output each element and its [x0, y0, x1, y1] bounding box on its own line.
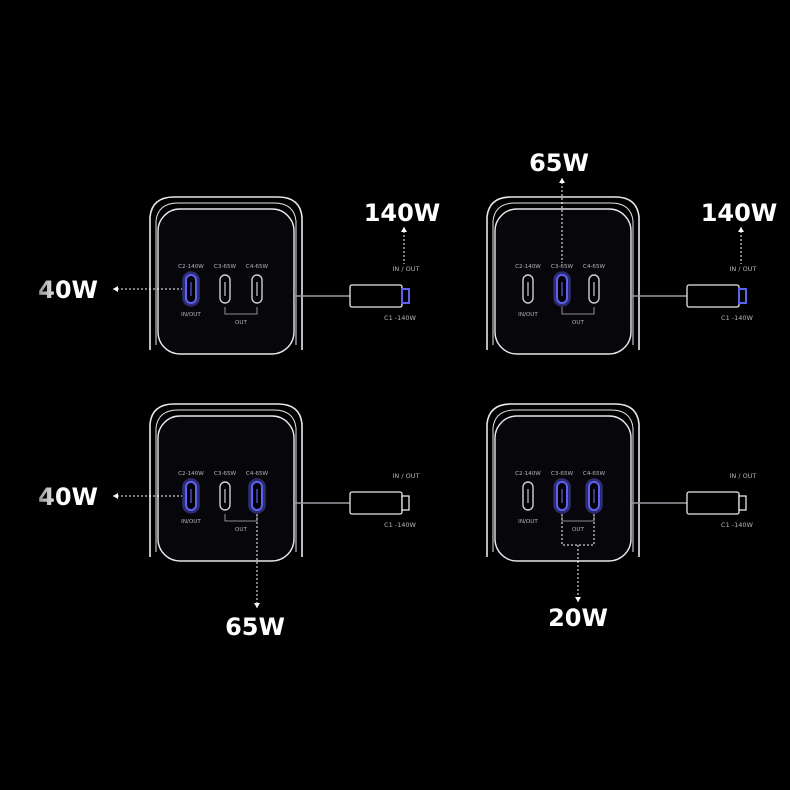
callout-arrow-up — [401, 227, 407, 232]
wattage-label: 140W — [364, 199, 441, 227]
wattage-label: 65W — [529, 149, 589, 177]
port-glow-c4 — [248, 478, 266, 514]
port-label-c2: C2-140W — [178, 264, 204, 270]
cable-plug — [349, 491, 403, 515]
cable-plug — [686, 491, 740, 515]
callout-arrow-down — [575, 597, 581, 602]
port-label-c3: C3-65W — [214, 264, 237, 270]
charger-frame-inner — [155, 202, 297, 345]
callout-arrow-left — [113, 286, 118, 292]
port-label-c3: C3-65W — [551, 471, 574, 477]
port-out-label: OUT — [235, 320, 247, 326]
cable-tip-port-c1[interactable] — [738, 288, 747, 304]
port-glow-c4 — [585, 478, 603, 514]
cable-c1-label: C1 -140W — [384, 314, 416, 322]
cable-in-out-label: IN / OUT — [730, 472, 757, 480]
callout-arrow-up — [559, 178, 565, 183]
port-label-c4: C4-65W — [583, 471, 606, 477]
charger-panel-p1: IN / OUT C1 -140W C2-140W C3-65W C4-65W IN/OU… — [38, 196, 441, 355]
port-in-out-label: IN/OUT — [518, 312, 538, 318]
port-glow-c2 — [182, 271, 200, 307]
callout-arrow-up — [738, 227, 744, 232]
charger-panel-p2: IN / OUT C1 -140W C2-140W C3-65W C4-65W IN/OU… — [486, 149, 778, 355]
charger-frame — [149, 196, 303, 350]
port-label-c3: C3-65W — [551, 264, 574, 270]
charger-frame-inner — [492, 409, 634, 552]
wattage-label: 40W — [38, 276, 98, 304]
cable-c1-label: C1 -140W — [721, 314, 753, 322]
port-out-label: OUT — [572, 320, 584, 326]
port-label-c4: C4-65W — [583, 264, 606, 270]
port-label-c2: C2-140W — [178, 471, 204, 477]
out-bracket — [561, 514, 595, 522]
cable-c1-label: C1 -140W — [384, 521, 416, 529]
port-label-c3: C3-65W — [214, 471, 237, 477]
port-in-out-label: IN/OUT — [181, 519, 201, 525]
port-label-c2: C2-140W — [515, 471, 541, 477]
cable-in-out-label: IN / OUT — [393, 265, 420, 273]
port-label-c2: C2-140W — [515, 264, 541, 270]
cable-tip-port-c1[interactable] — [738, 495, 747, 511]
cable-plug — [349, 284, 403, 308]
cable-in-out-label: IN / OUT — [393, 472, 420, 480]
charger-panel-p3: IN / OUT C1 -140W C2-140W C3-65W C4-65W IN/OU… — [38, 403, 420, 641]
charger-frame — [149, 403, 303, 557]
cable-tip-port-c1[interactable] — [401, 288, 410, 304]
port-in-out-label: IN/OUT — [518, 519, 538, 525]
out-bracket — [561, 307, 595, 315]
out-bracket — [224, 514, 258, 522]
out-bracket — [224, 307, 258, 315]
port-out-label: OUT — [572, 527, 584, 533]
charger-frame-inner — [492, 202, 634, 345]
cable-plug — [686, 284, 740, 308]
port-glow-c3 — [553, 478, 571, 514]
port-label-c4: C4-65W — [246, 264, 269, 270]
charger-frame — [486, 196, 640, 350]
cable-tip-port-c1[interactable] — [401, 495, 410, 511]
wattage-label: 140W — [701, 199, 778, 227]
charger-frame-inner — [155, 409, 297, 552]
callout-arrow-left — [113, 493, 118, 499]
charger-frame — [486, 403, 640, 557]
port-glow-c3 — [553, 271, 571, 307]
charger-panel-p4: IN / OUT C1 -140W C2-140W C3-65W C4-65W IN/OU… — [486, 403, 757, 632]
port-in-out-label: IN/OUT — [181, 312, 201, 318]
wattage-label: 65W — [225, 613, 285, 641]
wattage-label: 40W — [38, 483, 98, 511]
port-label-c4: C4-65W — [246, 471, 269, 477]
port-out-label: OUT — [235, 527, 247, 533]
callout-arrow-down — [254, 603, 260, 608]
port-glow-c2 — [182, 478, 200, 514]
cable-in-out-label: IN / OUT — [730, 265, 757, 273]
cable-c1-label: C1 -140W — [721, 521, 753, 529]
wattage-label: 20W — [548, 604, 608, 632]
